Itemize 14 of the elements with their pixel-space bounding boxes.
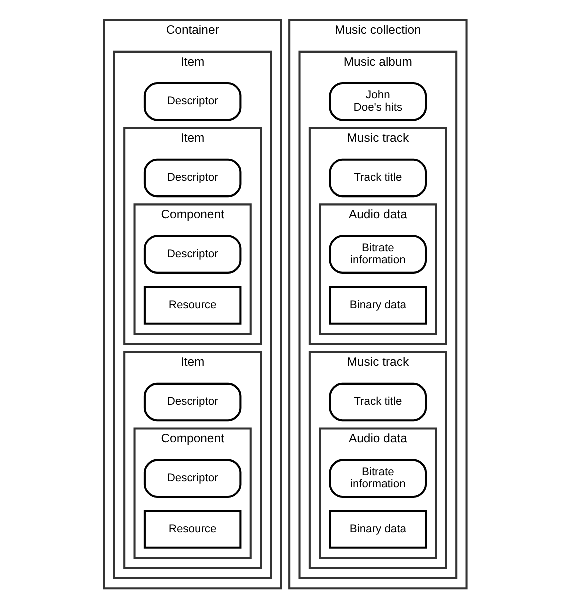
node-box: Descriptor (143, 459, 242, 498)
node-box: Track title (328, 158, 427, 198)
node-box: Binary data (328, 510, 427, 549)
node-box: Resource (143, 510, 242, 549)
node-box: Descriptor (143, 82, 242, 122)
node-box: Resource (143, 286, 242, 325)
node-box: Track title (328, 382, 427, 422)
node-box: Descriptor (143, 382, 242, 422)
node-box: Descriptor (143, 158, 242, 198)
node-box: Bitrate information (328, 235, 427, 274)
node-box: Bitrate information (328, 459, 427, 498)
node-box: John Doe's hits (328, 82, 427, 122)
node-box: Binary data (328, 286, 427, 325)
node-box: Descriptor (143, 235, 242, 274)
